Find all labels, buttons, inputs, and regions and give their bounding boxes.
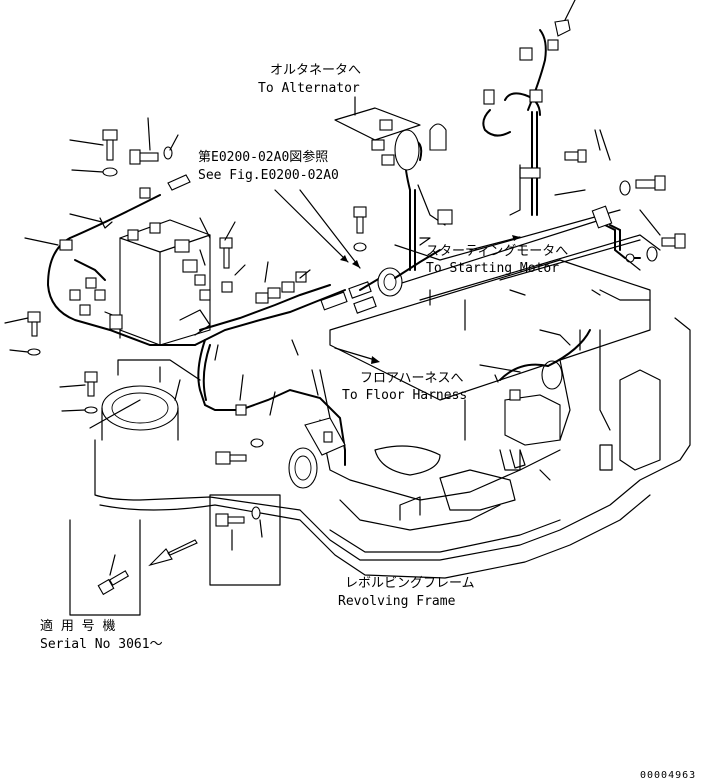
revolving-frame-label-jp: レボルビングフレーム [345,576,475,591]
horn-and-switch [288,369,346,489]
bolt [661,233,686,249]
bolt [102,129,118,161]
alternator-harness [371,119,453,271]
washer [353,242,367,252]
main-harness [194,249,441,466]
see-figure-label-en: See Fig.E0200-02A0 [198,168,339,183]
washer [84,406,98,414]
terminal-clip [167,174,191,191]
starting-motor-label-en: To Starting Motor [426,261,559,276]
starting-motor-harness [482,0,576,216]
right-valve-assembly [499,329,591,469]
revolving-frame [94,209,691,579]
washer [27,348,41,356]
serial-detail-box [69,519,141,616]
bolt [129,149,159,165]
bolt [27,311,41,337]
bolt [215,451,247,465]
washer [619,180,631,196]
floor-harness-label-en: To Floor Harness [342,388,467,403]
ground-cable [591,205,641,271]
bolt [84,371,98,397]
bolt [97,570,130,596]
swing-boss [101,359,201,441]
detail-callout-box [209,494,281,586]
floor-harness-label-jp: フロアハーネスへ [360,371,463,386]
washer [251,506,261,520]
detail-arrow [148,539,198,567]
bolt [635,175,666,191]
washer [250,438,264,448]
starting-motor-label-jp: スターティングモータへ [426,244,568,259]
see-figure-label-jp: 第E0200-02A0図参照 [198,149,328,165]
revolving-frame-label-en: Revolving Frame [338,594,456,609]
bolt [219,237,233,269]
bolt [564,149,587,163]
bolt [353,206,367,234]
washer [102,167,118,177]
leader-lines [4,96,601,481]
washer [646,246,658,262]
serial-label-en: Serial No 3061～ [40,637,163,652]
battery-relay-box [104,219,211,346]
alternator-label-jp: オルタネータへ [270,63,361,78]
serial-label-jp: 適 用 号 機 [40,618,115,634]
left-harness [46,187,196,346]
bolts-right [564,129,686,262]
bolt [215,513,245,527]
alternator-label-en: To Alternator [258,81,360,96]
drawing-number: 00004963 [640,770,696,781]
